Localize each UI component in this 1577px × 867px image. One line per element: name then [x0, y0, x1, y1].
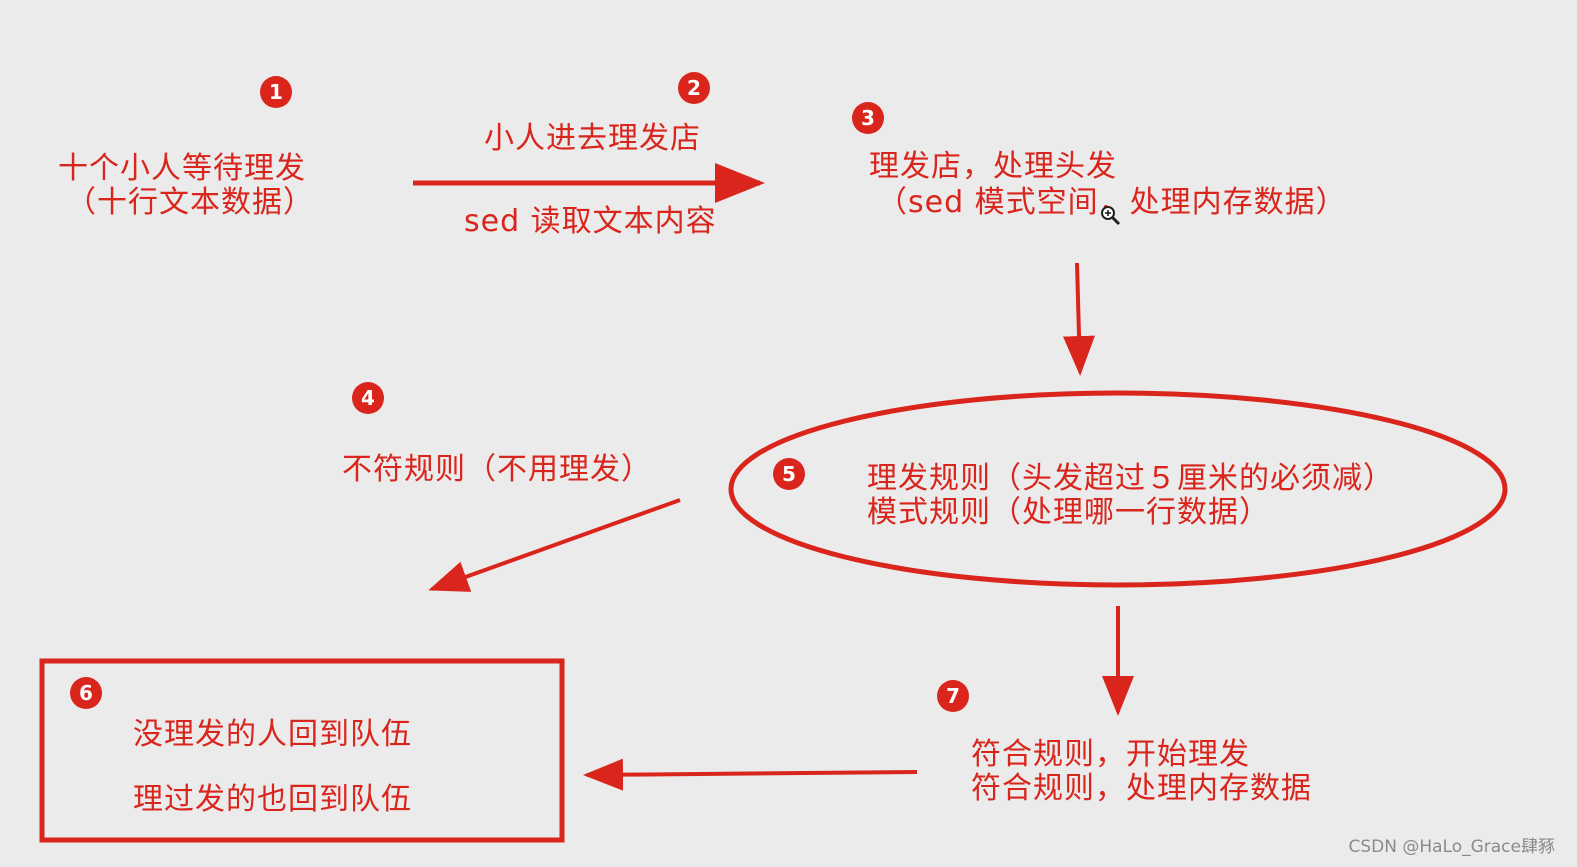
- step-6-line1: 没理发的人回到队伍: [133, 717, 412, 752]
- step-4-badge: 4: [352, 382, 384, 414]
- step-4-line1: 不符规则（不用理发）: [342, 452, 652, 487]
- step-1-badge: 1: [260, 76, 292, 108]
- step-2-below-arrow: sed 读取文本内容: [464, 204, 717, 239]
- step-1-line1: 十个小人等待理发: [58, 151, 306, 186]
- step-7-badge: 7: [937, 680, 969, 712]
- csdn-watermark: CSDN @HaLo_Grace肆豩: [1348, 837, 1555, 857]
- step-5-line1: 理发规则（头发超过５厘米的必须减）: [867, 461, 1394, 496]
- step-3-line1: 理发店，处理头发: [869, 149, 1117, 184]
- zoom-in-icon: [1101, 206, 1121, 226]
- step-1-line2: （十行文本数据）: [66, 185, 314, 220]
- arrow-step4-to-step6: [428, 498, 681, 592]
- rule-ellipse: [728, 390, 1508, 588]
- result-box: [39, 658, 565, 843]
- step-7-line2: 符合规则，处理内存数据: [971, 771, 1312, 806]
- step-5-badge: 5: [773, 458, 805, 490]
- step-6-line2: 理过发的也回到队伍: [133, 782, 412, 817]
- step-3-badge: 3: [852, 102, 884, 134]
- step-7-line1: 符合规则，开始理发: [971, 737, 1250, 772]
- step-2-above-arrow: 小人进去理发店: [484, 121, 701, 156]
- step-5-line2: 模式规则（处理哪一行数据）: [867, 495, 1270, 530]
- arrow-step3-to-step5: [1063, 262, 1096, 376]
- step-6-badge: 6: [70, 677, 102, 709]
- arrow-step7-to-step6: [583, 758, 918, 791]
- step-2-badge: 2: [678, 72, 710, 104]
